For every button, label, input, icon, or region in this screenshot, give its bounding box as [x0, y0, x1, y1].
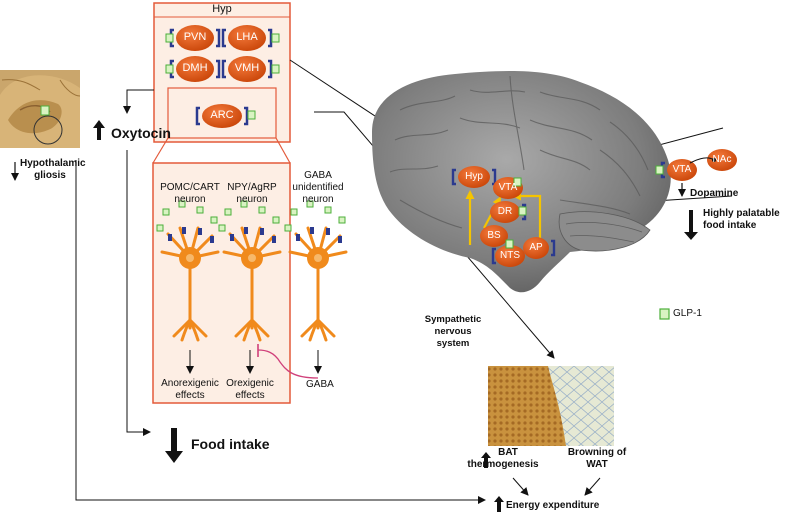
- brain-hyp-label: Hyp: [465, 171, 483, 182]
- browning-label: Browning of WAT: [567, 447, 627, 470]
- lha-label: LHA: [236, 31, 258, 43]
- dmh-label: DMH: [182, 62, 208, 74]
- glp1-legend-label: GLP-1: [673, 308, 702, 319]
- brain-nucleus-dr: [490, 201, 527, 223]
- brain-slice-image: [0, 70, 81, 148]
- inset-vta-label: VTA: [672, 164, 692, 175]
- food-intake-down-arrow: [165, 428, 183, 463]
- food-intake-label: Food intake: [191, 436, 270, 452]
- inset-nac-label: NAc: [712, 154, 732, 165]
- bat-wat-image: [488, 366, 614, 446]
- neuron-npy: [218, 200, 282, 342]
- nucleus-lha: [221, 25, 280, 51]
- neuron-pomc: [156, 200, 220, 342]
- brain-nucleus-vta: [493, 177, 523, 199]
- dopamine-label: Dopamine: [690, 188, 739, 199]
- pvn-label: PVN: [183, 31, 207, 43]
- gliosis-label: Hypothalamic gliosis: [20, 158, 86, 181]
- neuron-output-arrows: [186, 350, 322, 374]
- brain-nucleus-ap: [523, 237, 556, 259]
- nucleus-dmh: [165, 56, 221, 82]
- npy-neuron-label: NPY/AgRP neuron: [227, 182, 277, 205]
- nucleus-pvn: [165, 25, 221, 51]
- brain-bs-label: BS: [487, 230, 501, 241]
- brain-nucleus-bs: [480, 225, 508, 247]
- anorexigenic-label: Anorexigenic effects: [161, 378, 219, 401]
- palatable-down-arrow: [684, 210, 698, 240]
- brain-nucleus-hyp: [451, 166, 497, 188]
- gaba-label: GABA: [306, 379, 334, 390]
- arc-zoom-lines: [152, 137, 291, 164]
- neuron-panel: [152, 162, 291, 404]
- palatable-label: Highly palatable food intake: [703, 208, 780, 231]
- oxytocin-label: Oxytocin: [111, 125, 171, 141]
- bat-up-arrow: [481, 452, 491, 468]
- neurons: [156, 200, 348, 342]
- vmh-label: VMH: [234, 62, 260, 74]
- bat-label: BAT thermogenesis: [467, 447, 539, 470]
- oxytocin-up-arrow: [93, 120, 105, 140]
- brain-dr-label: DR: [497, 206, 513, 217]
- pomc-neuron-label: POMC/CART neuron: [160, 182, 220, 205]
- energy-up-arrow: [494, 496, 504, 512]
- gaba-inhibition: [257, 344, 319, 379]
- nucleus-vmh: [221, 56, 280, 82]
- arc-label: ARC: [210, 109, 234, 121]
- brain-vta-label: VTA: [498, 182, 518, 193]
- gaba-neuron-label: GABA unidentified neuron: [292, 170, 344, 205]
- orexigenic-label: Orexigenic effects: [226, 378, 274, 401]
- neuron-gaba: [284, 200, 348, 342]
- brain-ap-label: AP: [529, 242, 543, 253]
- nucleus-arc: [195, 104, 256, 128]
- brain-nts-label: NTS: [500, 250, 520, 261]
- brain-nucleus-nts: [491, 239, 525, 267]
- glp1-legend-swatch: [659, 308, 670, 320]
- hyp-panel-title: Hyp: [212, 3, 232, 15]
- energy-expenditure-label: Energy expenditure: [506, 500, 600, 511]
- sns-label: Sympathetic nervous system: [424, 314, 482, 349]
- vta-nac-inset: [655, 149, 737, 197]
